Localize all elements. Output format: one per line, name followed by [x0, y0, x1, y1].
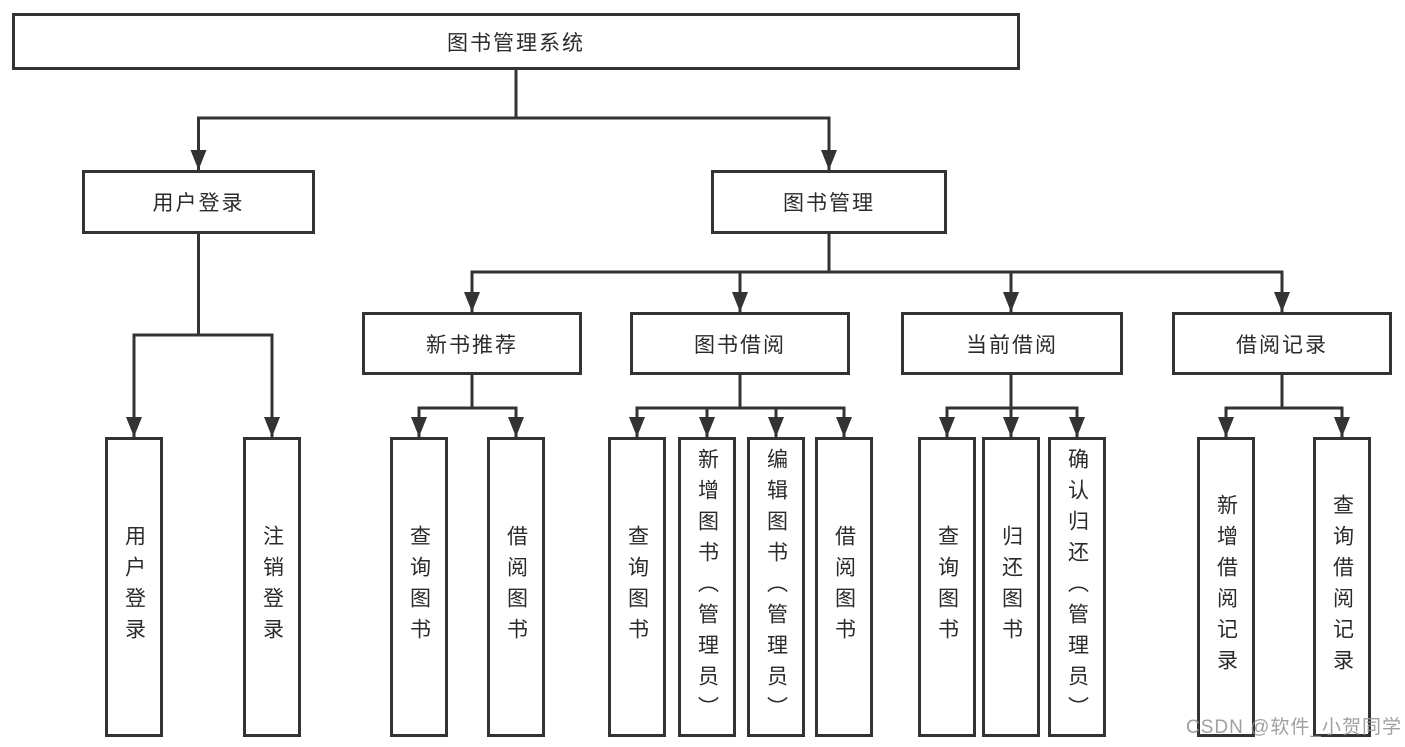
leaf-borrow-books: 借阅图书: [815, 437, 873, 737]
node-borrow-records: 借阅记录: [1172, 312, 1392, 375]
leaf-label: 注销登录: [260, 525, 284, 649]
connector-current-to-leaves: [945, 373, 1079, 410]
node-label: 图书借阅: [694, 333, 786, 357]
node-label: 新书推荐: [426, 333, 518, 357]
leaf-logout: 注销登录: [243, 437, 301, 737]
leaf-add-books-admin: 新增图书（管理员）: [678, 437, 736, 737]
leaf-label: 新增图书（管理员）: [695, 447, 719, 727]
connector-records-to-leaves: [1224, 373, 1344, 410]
leaf-label: 借阅图书: [832, 525, 856, 649]
csdn-watermark: CSDN @软件_小贺同学: [1186, 717, 1402, 738]
connector-login-to-leaves: [132, 232, 274, 337]
leaf-label: 查询借阅记录: [1330, 494, 1354, 680]
node-label: 用户登录: [152, 192, 245, 215]
node-user-login: 用户登录: [82, 170, 315, 234]
leaf-user-login: 用户登录: [105, 437, 163, 737]
leaf-return-books: 归还图书: [982, 437, 1040, 737]
leaf-query-books-recommend: 查询图书: [390, 437, 448, 737]
leaf-label: 确认归还（管理员）: [1065, 447, 1089, 727]
leaf-label: 归还图书: [999, 525, 1023, 649]
leaf-label: 查询图书: [625, 525, 649, 649]
leaf-confirm-return-admin: 确认归还（管理员）: [1048, 437, 1106, 737]
leaf-query-books-current: 查询图书: [918, 437, 976, 737]
node-new-book-recommend: 新书推荐: [362, 312, 582, 375]
node-label: 借阅记录: [1236, 333, 1328, 357]
leaf-label: 借阅图书: [504, 525, 528, 649]
leaf-edit-books-admin: 编辑图书（管理员）: [747, 437, 805, 737]
node-book-borrow: 图书借阅: [630, 312, 850, 375]
node-library-system: 图书管理系统: [12, 13, 1020, 70]
leaf-borrow-books-recommend: 借阅图书: [487, 437, 545, 737]
node-label: 当前借阅: [966, 333, 1058, 357]
connector-newbook-to-leaves: [417, 373, 518, 410]
connector-root-to-level2: [197, 68, 831, 120]
connector-mgmt-to-level3: [470, 232, 1284, 274]
leaf-label: 查询图书: [935, 525, 959, 649]
leaf-query-borrow-record: 查询借阅记录: [1313, 437, 1371, 737]
leaf-label: 编辑图书（管理员）: [764, 447, 788, 727]
node-current-borrow: 当前借阅: [901, 312, 1123, 375]
leaf-label: 用户登录: [122, 525, 146, 649]
leaf-label: 查询图书: [407, 525, 431, 649]
leaf-query-books-borrow: 查询图书: [608, 437, 666, 737]
node-label: 图书管理: [783, 192, 875, 215]
leaf-add-borrow-record: 新增借阅记录: [1197, 437, 1255, 737]
node-book-management: 图书管理: [711, 170, 947, 234]
node-label: 图书管理系统: [447, 31, 585, 55]
leaf-label: 新增借阅记录: [1214, 494, 1238, 680]
connector-borrow-to-leaves: [635, 373, 846, 410]
